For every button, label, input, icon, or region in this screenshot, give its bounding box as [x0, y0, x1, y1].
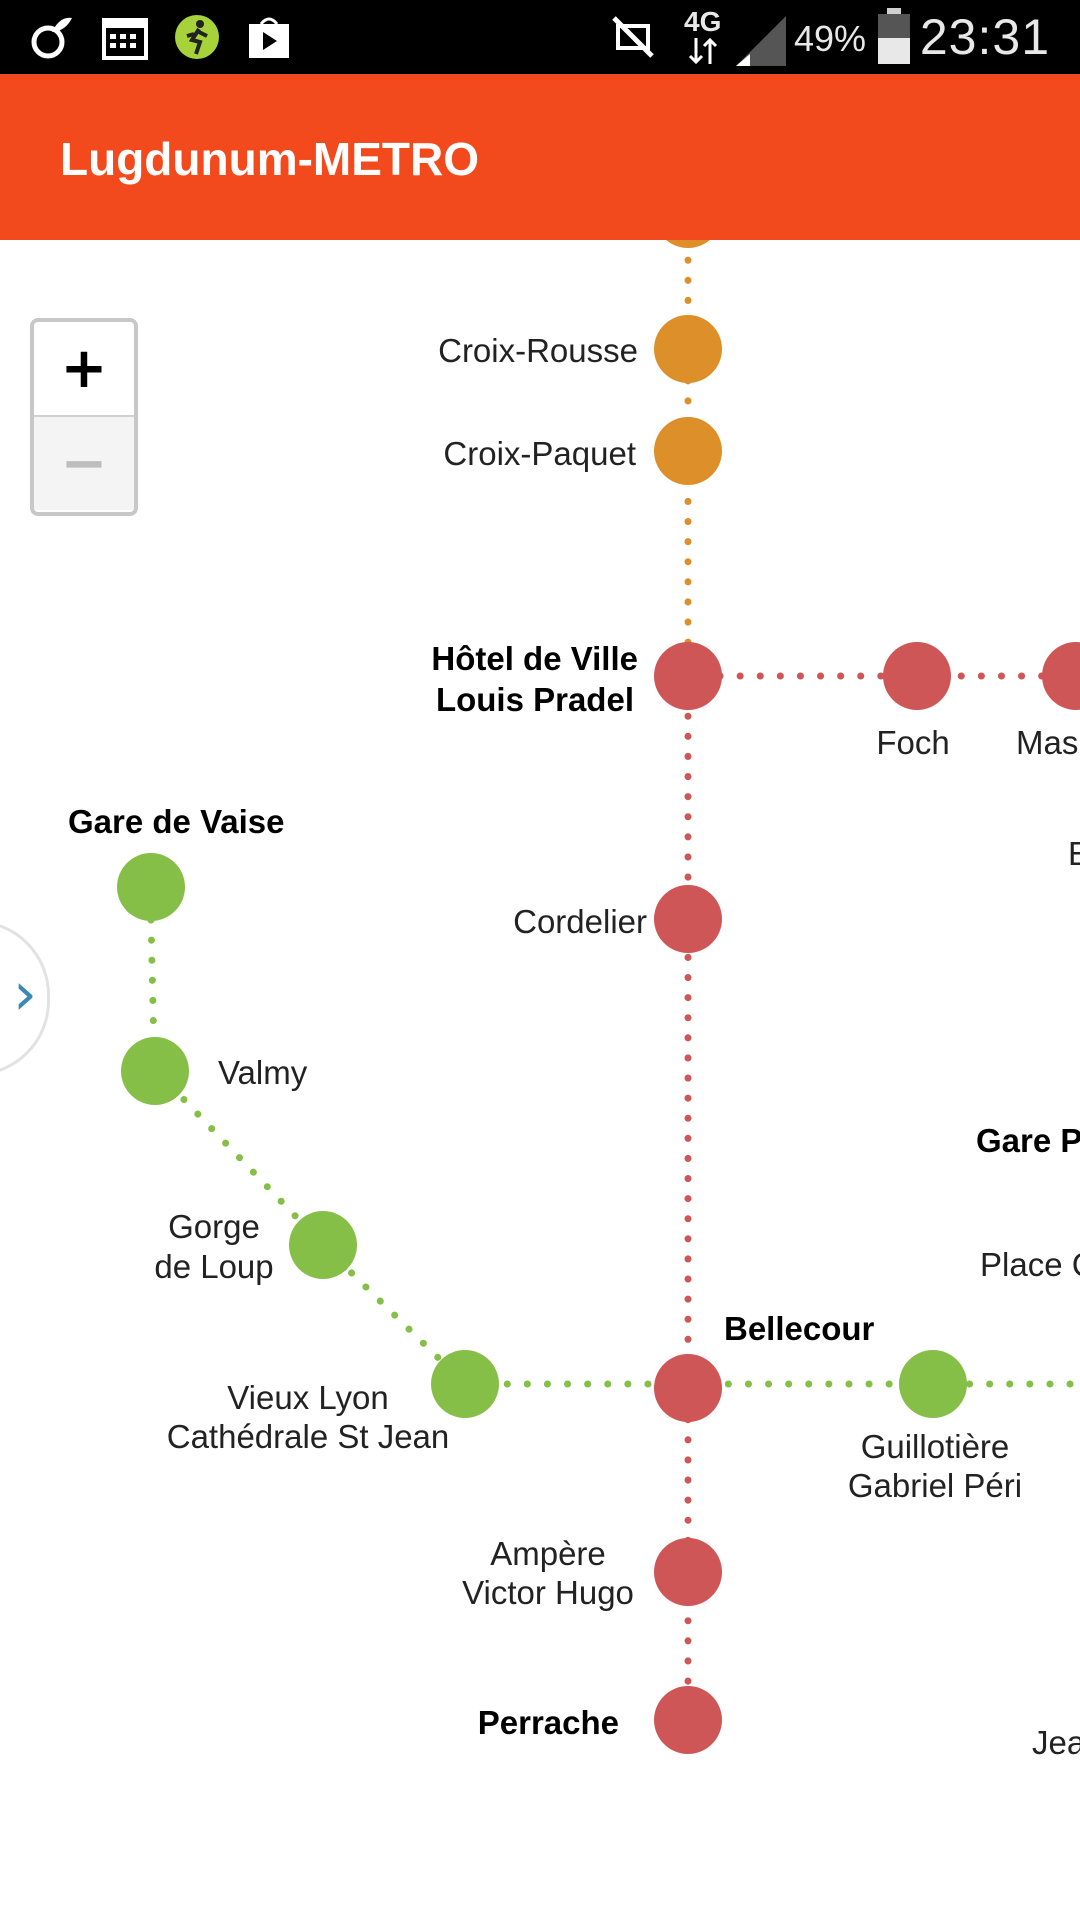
label-ampere-2: Victor Hugo: [462, 1574, 634, 1611]
status-bar: 4G 49% 23:31: [0, 0, 1080, 74]
zoom-control: + −: [30, 318, 138, 516]
station-vieux-lyon[interactable]: [431, 1350, 499, 1418]
zoom-in-button[interactable]: +: [34, 322, 134, 418]
play-store-icon: [249, 17, 289, 58]
runner-icon: [175, 15, 219, 59]
label-vieux-lyon-1: Vieux Lyon: [227, 1379, 388, 1416]
battery-icon: [878, 8, 910, 64]
station-croix-rousse-partial[interactable]: [654, 240, 722, 248]
transfer-arrows-icon: [688, 37, 718, 65]
label-bellecour: Bellecour: [724, 1310, 875, 1347]
label-jean-partial: Jea: [1032, 1724, 1080, 1761]
signal-icon: [736, 16, 786, 66]
mute-icon: [612, 16, 654, 58]
line-green: [147, 916, 1080, 1388]
metro-map[interactable]: Croix-Rousse Croix-Paquet Hôtel de Ville…: [0, 240, 1080, 1920]
label-foch: Foch: [876, 724, 949, 761]
label-gorge-de-loup-1: Gorge: [168, 1208, 260, 1245]
label-masse: Mas: [1016, 724, 1078, 761]
label-hotel-de-ville-1: Hôtel de Ville: [431, 640, 638, 677]
label-valmy: Valmy: [218, 1054, 308, 1091]
label-croix-rousse: Croix-Rousse: [438, 332, 638, 369]
app-title: Lugdunum-METRO: [60, 133, 480, 185]
calendar-icon: [102, 18, 148, 60]
label-perrache: Perrache: [478, 1704, 619, 1741]
station-gorge-de-loup[interactable]: [289, 1211, 357, 1279]
station-bellecour[interactable]: [654, 1354, 722, 1422]
label-croix-paquet: Croix-Paquet: [443, 435, 636, 472]
label-ampere-1: Ampère: [490, 1535, 606, 1572]
label-guillotiere-1: Guillotière: [861, 1428, 1010, 1465]
battery-percent: 49%: [794, 18, 867, 59]
label-right-edge-b: E: [1068, 835, 1080, 872]
label-cordelier: Cordelier: [513, 903, 647, 940]
app-bar: Lugdunum-METRO: [0, 74, 1080, 240]
label-gare-de-vaise: Gare de Vaise: [68, 803, 284, 840]
station-ampere[interactable]: [654, 1538, 722, 1606]
label-place-partial: Place C: [980, 1246, 1080, 1283]
station-gare-de-vaise[interactable]: [117, 853, 185, 921]
drawer-toggle-button[interactable]: ›: [0, 920, 50, 1076]
label-vieux-lyon-2: Cathédrale St Jean: [167, 1418, 450, 1455]
chevron-right-icon: ›: [13, 959, 37, 1029]
label-hotel-de-ville-2: Louis Pradel: [436, 681, 634, 718]
station-croix-rousse[interactable]: [654, 315, 722, 383]
network-type: 4G: [684, 6, 722, 37]
station-perrache[interactable]: [654, 1686, 722, 1754]
label-guillotiere-2: Gabriel Péri: [848, 1467, 1022, 1504]
station-foch[interactable]: [883, 642, 951, 710]
vine-icon: [31, 17, 72, 59]
station-masse[interactable]: [1042, 642, 1080, 710]
station-croix-paquet[interactable]: [654, 417, 722, 485]
metro-map-canvas[interactable]: Croix-Rousse Croix-Paquet Hôtel de Ville…: [0, 240, 1080, 1920]
zoom-out-button[interactable]: −: [34, 417, 134, 510]
station-valmy[interactable]: [121, 1037, 189, 1105]
station-guillotiere[interactable]: [899, 1350, 967, 1418]
station-cordelier[interactable]: [654, 885, 722, 953]
label-gare-part-dieu: Gare P: [976, 1122, 1080, 1159]
line-red: [684, 672, 1080, 1724]
label-gorge-de-loup-2: de Loup: [154, 1248, 273, 1285]
station-hotel-de-ville[interactable]: [654, 642, 722, 710]
clock: 23:31: [919, 9, 1050, 65]
